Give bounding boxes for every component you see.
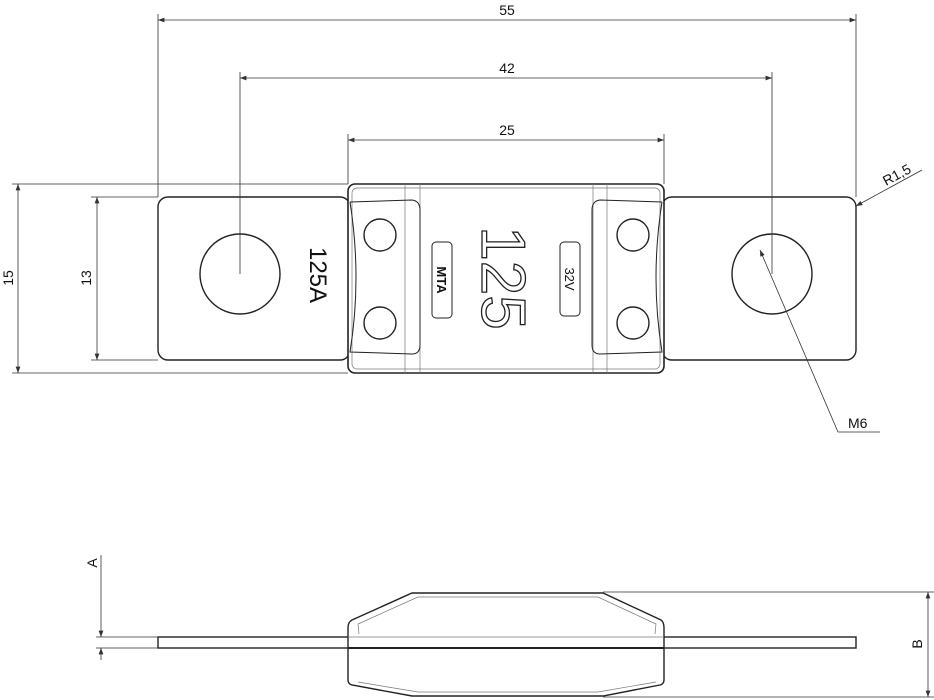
dim-body-width: 25 [499,122,515,138]
side-view: A B [84,555,934,698]
dim-tab-thickness: A [84,558,100,568]
dim-corner-radius: R1,5 [880,161,914,189]
dim-hole-size: M6 [848,415,868,431]
body-rivet [616,306,650,340]
body-rivet [363,306,397,340]
dim-overall-length: 55 [499,2,515,18]
dim-hole-spacing: 42 [499,60,515,76]
dim-body-thickness: B [909,639,925,648]
voltage-label: 32V [562,267,577,290]
body-rating-label: 125 [468,226,537,329]
brand-logo: MTA [434,266,449,294]
dim-tab-height: 13 [78,270,94,286]
top-view: 125A MTA 125 32V [157,183,857,374]
side-body [347,592,665,697]
body-rivet [616,218,650,252]
dim-body-height: 15 [0,270,16,286]
right-tab [661,196,857,361]
tab-rating-label: 125A [304,247,331,303]
fuse-body [347,183,665,374]
body-rivet [363,218,397,252]
